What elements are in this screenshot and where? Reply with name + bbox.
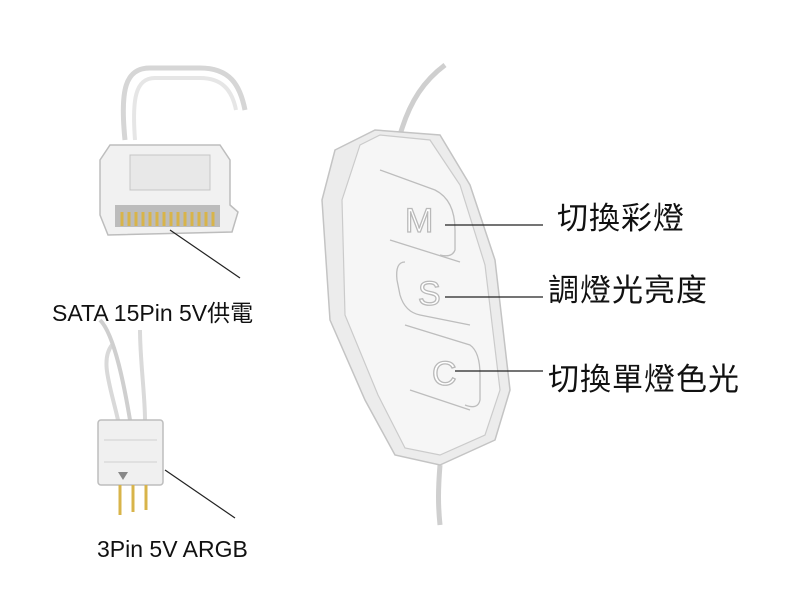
argb-leader-line — [164, 469, 236, 519]
button-c-letter[interactable]: C — [431, 354, 457, 393]
sata-pins — [120, 212, 215, 226]
arrow-marker-icon — [118, 472, 128, 480]
label-argb: 3Pin 5V ARGB — [97, 536, 248, 562]
controller — [321, 63, 511, 526]
sata-connector — [99, 65, 248, 279]
label-sata: SATA 15Pin 5V供電 — [52, 300, 254, 326]
argb-pins — [118, 485, 148, 515]
label-single-color: 切換單燈色光 — [548, 362, 740, 398]
argb-connector — [97, 318, 236, 519]
button-s-letter[interactable]: S — [417, 274, 441, 313]
label-brightness: 調燈光亮度 — [548, 273, 708, 309]
sata-leader-line — [169, 229, 241, 279]
button-m-letter[interactable]: M — [404, 201, 434, 240]
label-switch-effect: 切換彩燈 — [557, 201, 685, 237]
